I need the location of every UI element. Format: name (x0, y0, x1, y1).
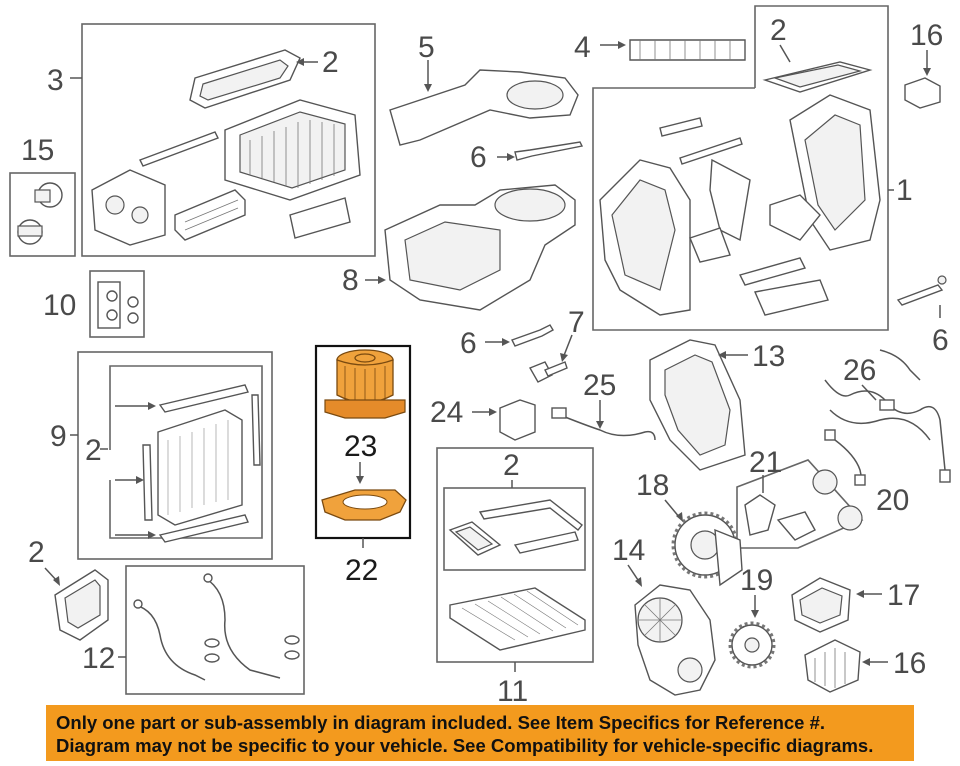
callout-8: 8 (342, 264, 359, 297)
group-12-ac-lines[interactable] (118, 565, 305, 695)
callout-16a: 16 (910, 19, 943, 52)
callout-17: 17 (887, 579, 920, 612)
blower-motor-highlighted (324, 349, 406, 419)
part-16-actuator-bottom[interactable] (804, 639, 888, 693)
part-25-harness[interactable] (551, 400, 656, 441)
group-15-actuator[interactable] (9, 172, 76, 257)
group-9-heater-core[interactable] (70, 351, 273, 560)
callout-2e: 2 (28, 536, 45, 569)
part-13-case-half[interactable] (649, 339, 748, 471)
callout-21: 21 (749, 446, 782, 479)
callout-4: 4 (574, 31, 591, 64)
part-2-seal-left[interactable] (44, 567, 109, 641)
part-14-housing-door[interactable] (627, 564, 716, 696)
callout-1: 1 (896, 174, 913, 207)
callout-2a: 2 (322, 46, 339, 79)
part-7-screw[interactable] (528, 334, 573, 383)
callout-15: 15 (21, 134, 54, 167)
callout-16b: 16 (893, 647, 926, 680)
callout-6a: 6 (470, 141, 487, 174)
callout-6c: 6 (932, 324, 949, 357)
callout-26: 26 (843, 354, 876, 387)
callout-25: 25 (583, 369, 616, 402)
part-6-sensor-right[interactable] (896, 275, 947, 318)
callout-24: 24 (430, 396, 463, 429)
callout-13: 13 (752, 340, 785, 373)
callout-9: 9 (50, 420, 67, 453)
callout-3: 3 (47, 64, 64, 97)
callout-19: 19 (740, 564, 773, 597)
callout-23: 23 (344, 430, 377, 463)
group-1-hvac-module[interactable] (592, 5, 894, 331)
part-5-duct[interactable] (389, 60, 579, 146)
group-3-assembly[interactable] (70, 23, 376, 257)
disclaimer-banner: Only one part or sub-assembly in diagram… (46, 705, 914, 761)
callout-2d: 2 (503, 449, 520, 482)
part-17-actuator[interactable] (791, 577, 882, 633)
part-6-sensor-top[interactable] (497, 141, 584, 161)
part-19-gear[interactable] (728, 595, 776, 669)
group-23-22-blower-motor[interactable] (314, 344, 412, 548)
part-24-connector[interactable] (472, 399, 536, 441)
parts-diagram: 3 2 15 10 5 6 8 6 4 2 16 1 6 7 13 26 25 … (9, 5, 951, 705)
callout-12: 12 (82, 642, 115, 675)
callout-18: 18 (636, 469, 669, 502)
callout-20: 20 (876, 484, 909, 517)
part-26-wire-harness[interactable] (824, 349, 951, 486)
callout-22: 22 (345, 554, 378, 587)
part-18-gear-actuator[interactable] (664, 499, 743, 587)
callout-7: 7 (568, 306, 585, 339)
callout-2b: 2 (770, 14, 787, 47)
part-16-sensor-top[interactable] (904, 50, 941, 109)
callout-11: 11 (497, 675, 528, 705)
blower-adapter-highlighted (321, 489, 407, 521)
callout-10: 10 (43, 289, 76, 322)
group-11-evaporator[interactable] (436, 447, 594, 672)
callout-2c: 2 (85, 434, 102, 467)
disclaimer-line-2: Diagram may not be specific to your vehi… (56, 735, 874, 756)
part-8-lower-case[interactable] (365, 184, 576, 311)
part-4-cabin-filter[interactable] (600, 39, 746, 61)
callout-14: 14 (612, 534, 645, 567)
disclaimer-line-1: Only one part or sub-assembly in diagram… (56, 712, 826, 733)
group-20-21-gears[interactable] (736, 459, 864, 549)
part-6-sensor-mid[interactable] (485, 324, 554, 347)
callout-5: 5 (418, 31, 435, 64)
group-10-valve[interactable] (89, 270, 145, 338)
callout-6b: 6 (460, 327, 477, 360)
